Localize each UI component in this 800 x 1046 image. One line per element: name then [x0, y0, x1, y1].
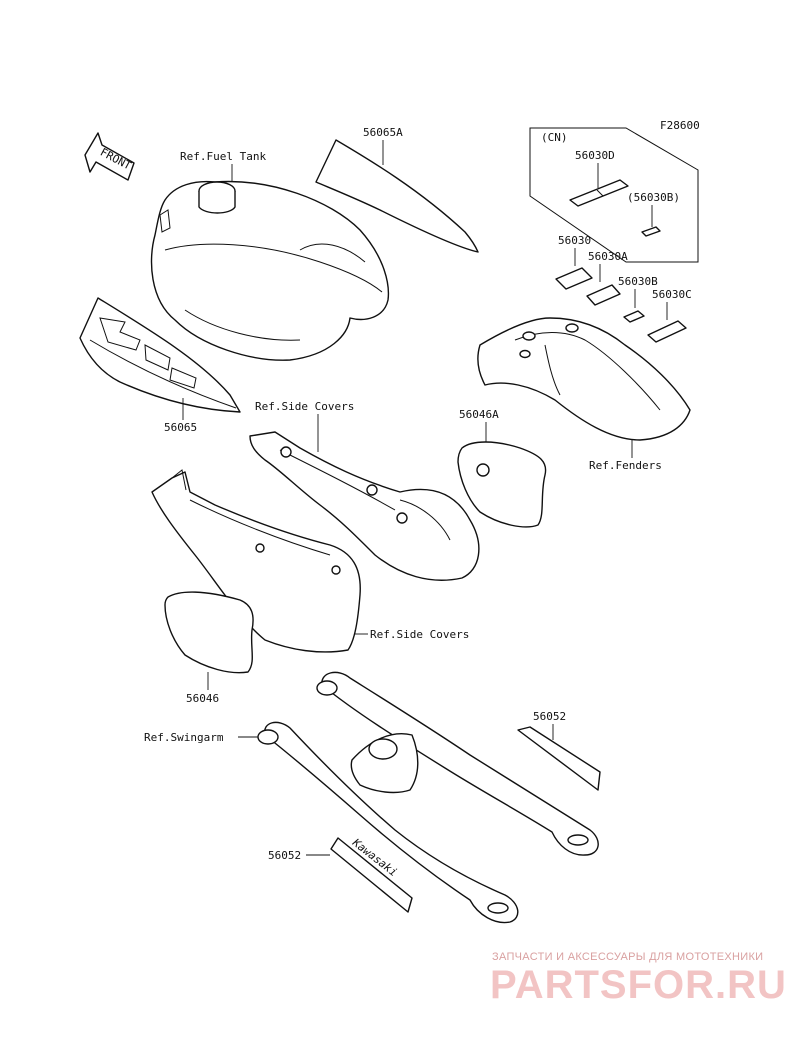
watermark-subtitle: ЗАПЧАСТИ И АКСЕССУАРЫ ДЛЯ МОТОТЕХНИКИ — [492, 951, 763, 963]
decal-56046 — [164, 591, 254, 674]
callout-56065A: 56065A — [363, 126, 403, 139]
callout-side-covers-2: Ref.Side Covers — [370, 628, 469, 641]
decal-56046A — [457, 441, 547, 528]
callout-56030D: 56030D — [575, 149, 615, 162]
decal-56030 — [555, 267, 593, 290]
swingarm — [257, 671, 599, 924]
decal-56065 — [79, 297, 241, 413]
figure-code: F28600 — [660, 119, 700, 132]
decal-56030C — [647, 320, 687, 343]
fuel-tank — [150, 180, 390, 361]
side-cover-right — [249, 431, 480, 581]
callout-56065: 56065 — [164, 421, 197, 434]
callout-56030: 56030 — [558, 234, 591, 247]
rear-fender — [477, 317, 691, 441]
cn-label: (CN) — [541, 131, 568, 144]
callout-fenders: Ref.Fenders — [589, 459, 662, 472]
cn-box: (CN) 56030D (56030B) — [529, 127, 699, 263]
callout-56030B-paren: (56030B) — [627, 191, 680, 204]
decal-56065A — [315, 139, 479, 253]
decal-56052-stripe — [517, 726, 601, 791]
decal-56030B-cn — [641, 226, 661, 237]
watermark-brand: PARTSFOR.RU — [490, 963, 787, 1007]
callout-56030A: 56030A — [588, 250, 628, 263]
decal-56030D — [569, 179, 629, 207]
callout-56046A: 56046A — [459, 408, 499, 421]
callout-56052-right: 56052 — [533, 710, 566, 723]
callout-56030B: 56030B — [618, 275, 658, 288]
decal-56030B — [623, 310, 645, 323]
side-cover-left — [151, 469, 361, 653]
callout-56046: 56046 — [186, 692, 219, 705]
front-arrow-icon: FRONT — [84, 132, 135, 181]
callout-side-covers-1: Ref.Side Covers — [255, 400, 354, 413]
callout-fuel-tank: Ref.Fuel Tank — [180, 150, 266, 163]
watermark: ЗАПЧАСТИ И АКСЕССУАРЫ ДЛЯ МОТОТЕХНИКИ PA… — [490, 951, 787, 1007]
callout-56052-left: 56052 — [268, 849, 301, 862]
decal-56030A — [586, 284, 621, 306]
callout-swingarm: Ref.Swingarm — [144, 731, 224, 744]
callout-56030C: 56030C — [652, 288, 692, 301]
